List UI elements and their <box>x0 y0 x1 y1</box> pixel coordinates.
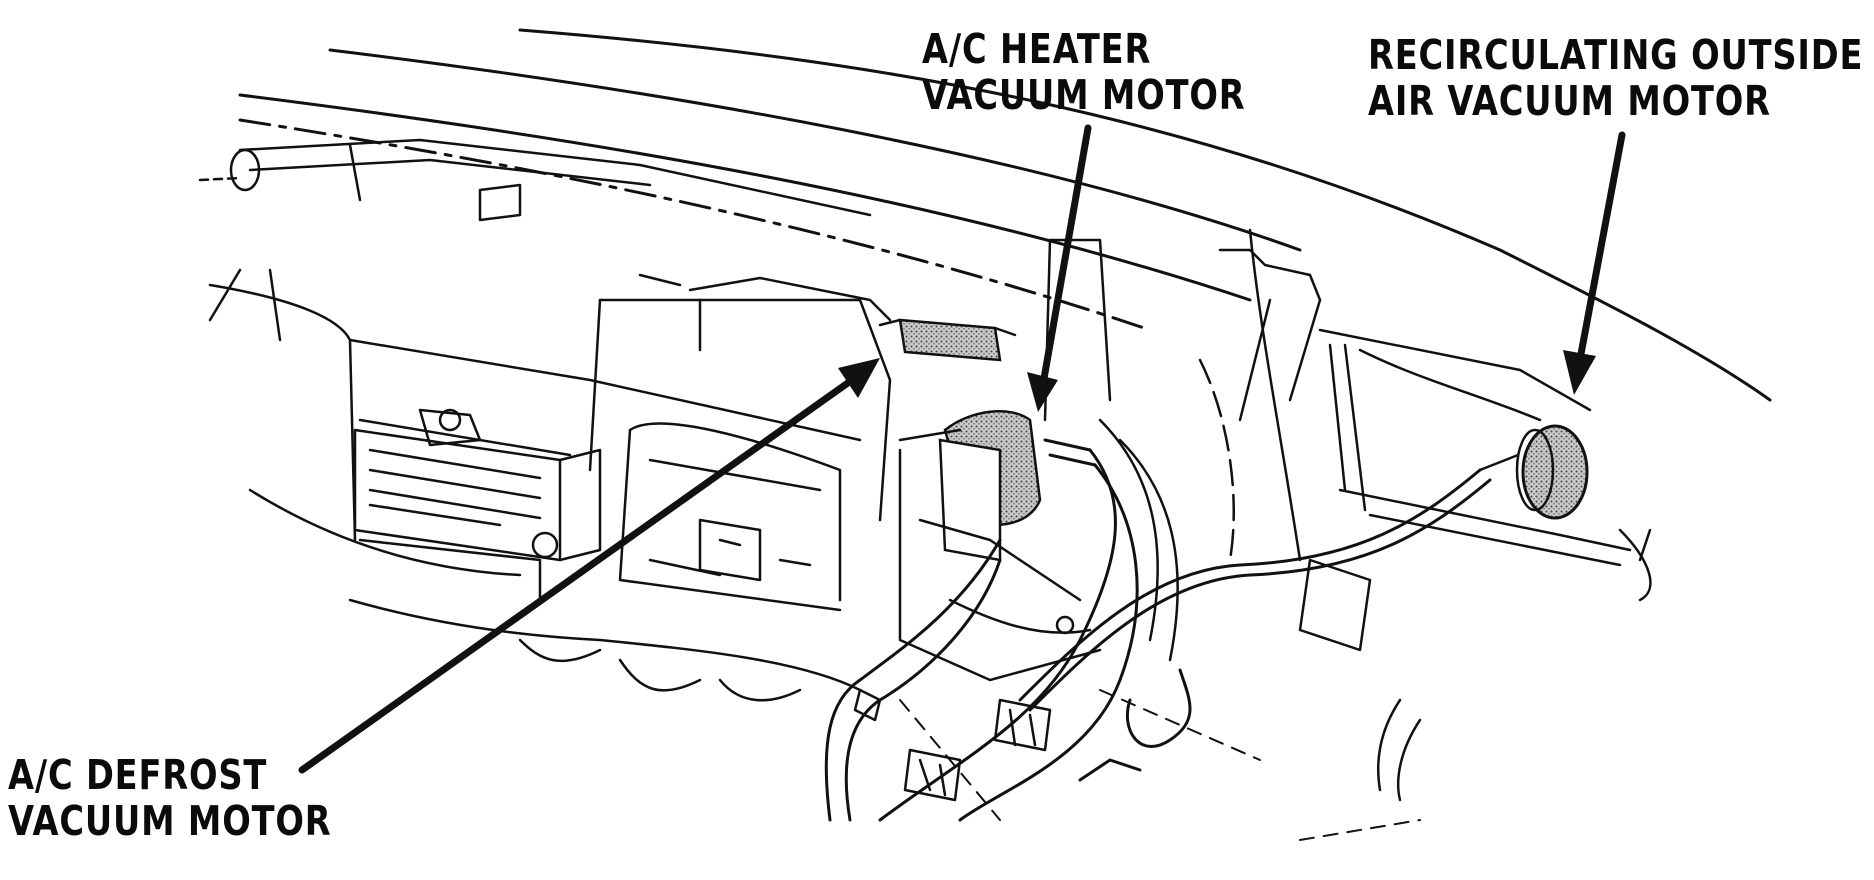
heater-arrowhead <box>1027 372 1058 412</box>
recirc-vacuum-motor-label: RECIRCULATING OUTSIDE AIR VACUUM MOTOR <box>1368 32 1863 124</box>
instrument-panel <box>208 268 862 702</box>
defrost-vacuum-motor-label: A/C DEFROST VACUUM MOTOR <box>8 752 331 844</box>
recirc-vacuum-motor <box>1478 424 1589 520</box>
recirc-label-line2: AIR VACUUM MOTOR <box>1368 77 1771 125</box>
defrost-label-line1: A/C DEFROST <box>8 751 268 799</box>
heater-label-line2: VACUUM MOTOR <box>922 71 1246 119</box>
heater-arrow <box>1038 124 1092 394</box>
callout-arrows <box>298 124 1626 774</box>
defrost-vacuum-motor <box>878 318 1017 362</box>
heater-label-line1: A/C HEATER <box>922 25 1152 73</box>
defrost-label-line2: VACUUM MOTOR <box>8 797 332 845</box>
recirc-label-line1: RECIRCULATING OUTSIDE <box>1368 31 1864 79</box>
control-head <box>353 408 602 562</box>
defrost-arrowhead <box>838 358 880 398</box>
heater-vacuum-motor <box>938 410 1097 562</box>
vacuum-hoses <box>824 448 1492 822</box>
outside-air-door <box>1218 248 1652 802</box>
recirc-arrowhead <box>1563 350 1596 395</box>
defrost-arrow <box>298 376 856 774</box>
vacuum-connectors <box>853 688 1052 802</box>
recirc-arrow <box>1574 131 1626 374</box>
defroster-duct <box>198 138 892 352</box>
center-vent-housing <box>588 298 892 612</box>
heater-vacuum-motor-label: A/C HEATER VACUUM MOTOR <box>922 26 1245 118</box>
hidden-lines <box>899 689 1421 841</box>
